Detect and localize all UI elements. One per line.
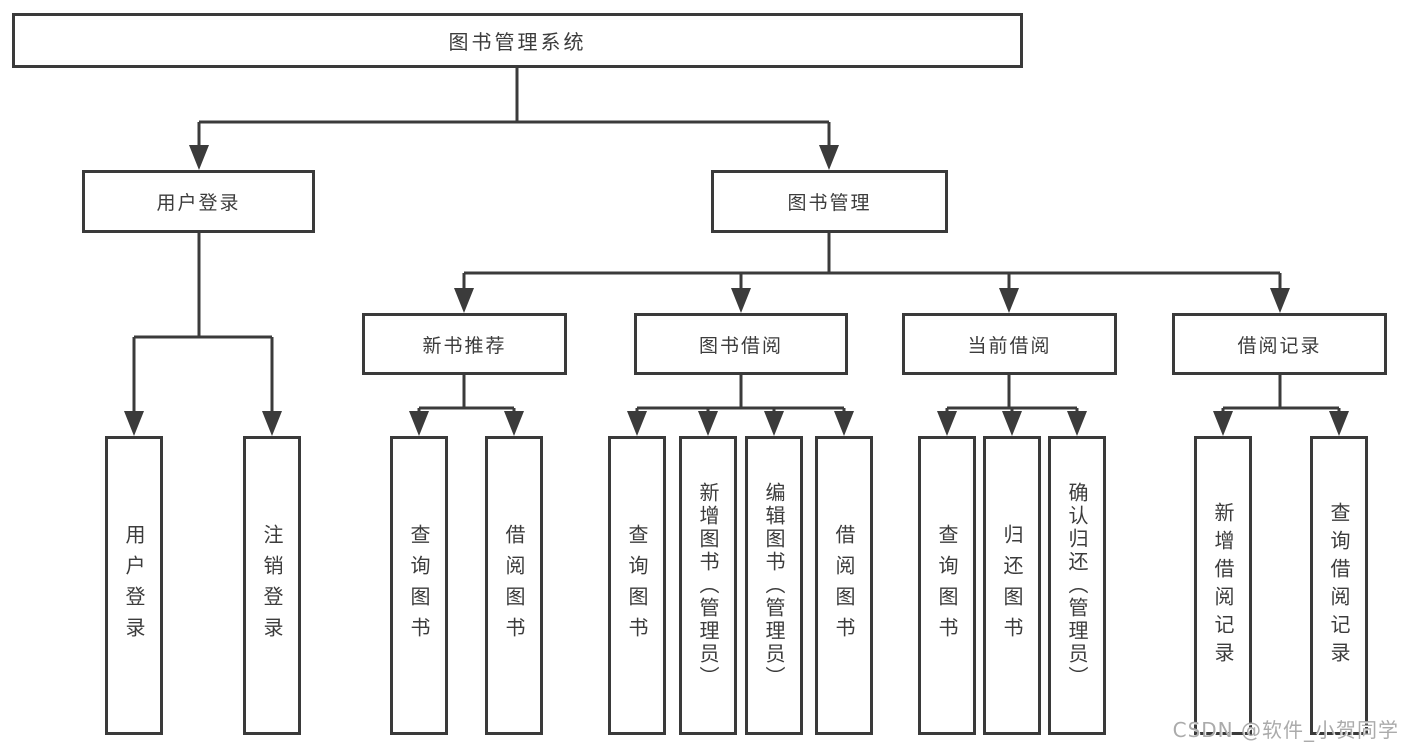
node-current-borrow-label: 当前借阅 [967,334,1052,357]
node-root-system: 图书管理系统 [12,13,1023,68]
leaf-borrow-book-label: 借阅图书 [832,523,856,648]
node-current-borrow: 当前借阅 [902,313,1117,375]
leaf-logout-label: 注销登录 [260,523,284,648]
leaf-borrow-book-recommend-label: 借阅图书 [502,523,526,648]
leaf-query-book-recommend-label: 查询图书 [407,523,431,648]
node-borrow-records: 借阅记录 [1172,313,1387,375]
leaf-query-borrow-record: 查询借阅记录 [1310,436,1368,735]
node-book-management-label: 图书管理 [787,192,872,214]
node-new-book-recommend-label: 新书推荐 [422,334,507,357]
node-book-management: 图书管理 [711,170,948,233]
leaf-borrow-book: 借阅图书 [815,436,873,735]
node-user-login-label: 用户登录 [156,192,241,214]
leaf-user-login: 用户登录 [105,436,163,735]
leaf-edit-book-admin-label: 编辑图书（管理员） [762,482,786,689]
node-root-label: 图书管理系统 [448,30,587,54]
leaf-add-borrow-record: 新增借阅记录 [1194,436,1252,735]
leaf-query-book-recommend: 查询图书 [390,436,448,735]
arrowhead-icons [124,145,1349,436]
watermark: CSDN @软件_小贺同学 [1172,718,1399,742]
leaf-logout: 注销登录 [243,436,301,735]
leaf-confirm-return-admin: 确认归还（管理员） [1048,436,1106,735]
leaf-query-book-current: 查询图书 [918,436,976,735]
leaf-confirm-return-admin-label: 确认归还（管理员） [1065,482,1089,689]
node-book-borrow: 图书借阅 [634,313,848,375]
leaf-add-book-admin: 新增图书（管理员） [679,436,737,735]
leaf-borrow-book-recommend: 借阅图书 [485,436,543,735]
leaf-return-book: 归还图书 [983,436,1041,735]
leaf-add-borrow-record-label: 新增借阅记录 [1211,501,1235,670]
node-book-borrow-label: 图书借阅 [698,334,783,357]
node-user-login: 用户登录 [82,170,315,233]
leaf-query-book-borrow-label: 查询图书 [625,523,649,648]
leaf-query-book-borrow: 查询图书 [608,436,666,735]
leaf-add-book-admin-label: 新增图书（管理员） [696,482,720,689]
node-borrow-records-label: 借阅记录 [1237,334,1322,357]
leaf-query-borrow-record-label: 查询借阅记录 [1327,501,1351,670]
leaf-query-book-current-label: 查询图书 [935,523,959,648]
leaf-edit-book-admin: 编辑图书（管理员） [745,436,803,735]
leaf-return-book-label: 归还图书 [1000,523,1024,648]
leaf-user-login-label: 用户登录 [122,523,146,648]
node-new-book-recommend: 新书推荐 [362,313,567,375]
